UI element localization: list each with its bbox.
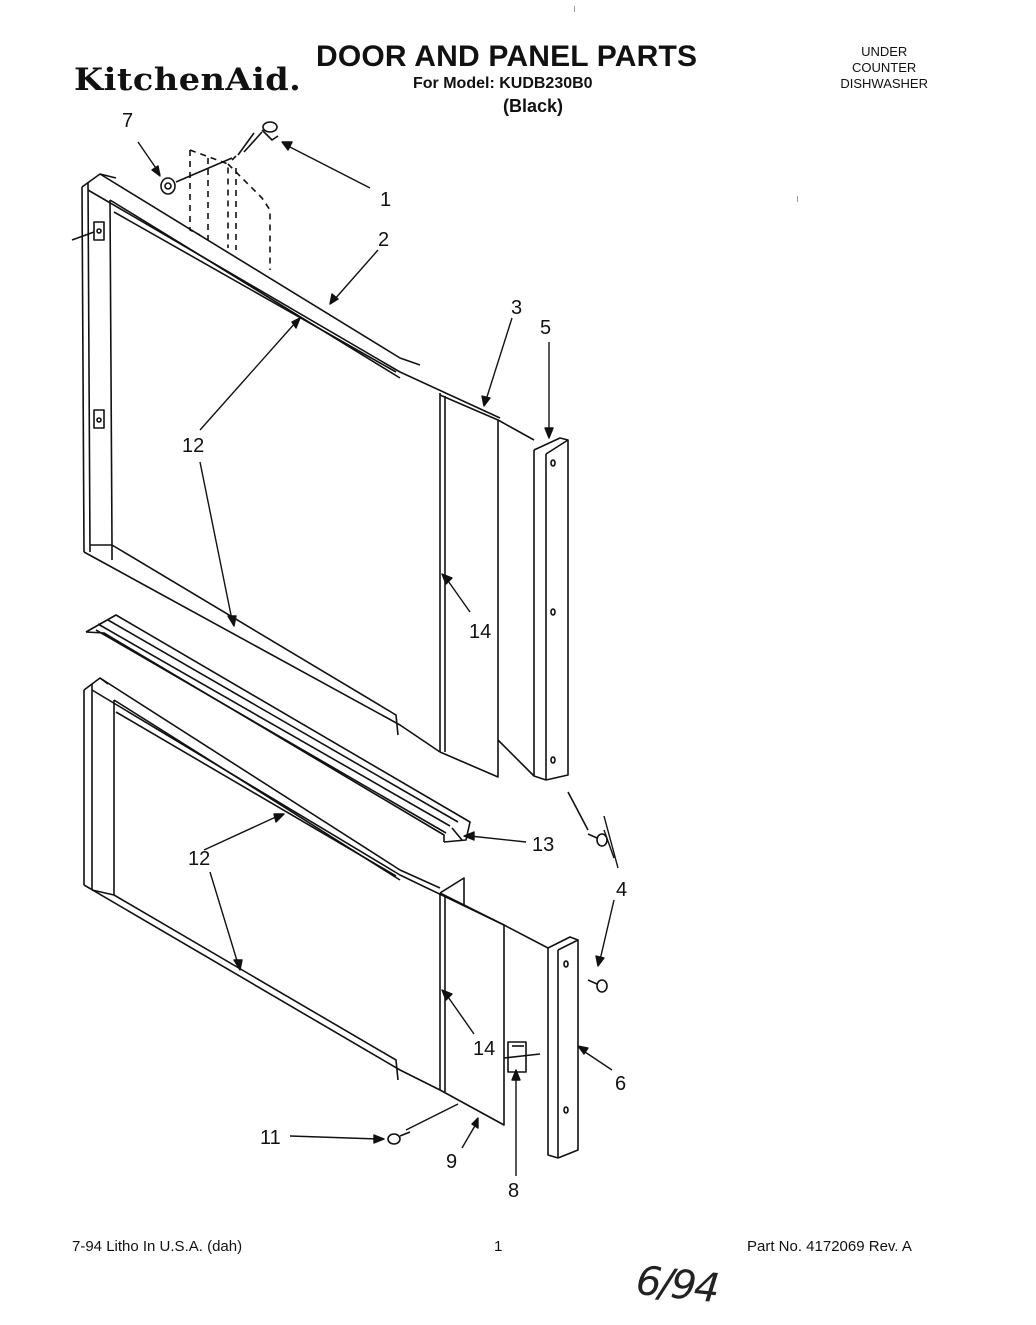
handwritten-date-note: 6/94 (633, 1257, 721, 1313)
callout-13: 13 (532, 834, 554, 856)
page-number: 1 (494, 1238, 503, 1255)
side-trim-6 (503, 924, 579, 1159)
handle-strip-13 (85, 614, 471, 843)
mounting-bracket-dashed (189, 149, 271, 270)
callout-8: 8 (508, 1180, 519, 1202)
appliance-category: UNDER COUNTER DISHWASHER (840, 44, 928, 92)
callout-12-upper: 12 (182, 435, 204, 457)
screw-1 (231, 121, 279, 161)
side-trim-5 (497, 419, 569, 781)
callout-14-upper: 14 (469, 621, 491, 643)
callout-9: 9 (446, 1151, 457, 1173)
category-line-2: COUNTER (852, 60, 917, 75)
lower-door-frame (83, 677, 541, 1126)
callout-5: 5 (540, 317, 551, 339)
callout-4: 4 (616, 879, 627, 901)
callout-6: 6 (615, 1073, 626, 1095)
callout-1: 1 (380, 189, 391, 211)
callout-14-lower: 14 (473, 1038, 495, 1060)
category-line-1: UNDER (861, 44, 908, 59)
callout-11: 11 (260, 1127, 281, 1149)
color-variant: (Black) (503, 96, 564, 116)
leader-lines (137, 141, 619, 1176)
scan-specks (574, 6, 798, 202)
bumper-7 (160, 157, 233, 195)
callout-3: 3 (511, 297, 522, 319)
callout-labels: 7 1 2 3 5 12 14 13 4 12 14 6 11 9 8 (122, 110, 627, 1202)
callout-12-lower: 12 (188, 848, 210, 870)
category-line-3: DISHWASHER (840, 76, 928, 91)
model-number: For Model: KUDB230B0 (413, 75, 593, 92)
print-info: 7-94 Litho In U.S.A. (dah) (72, 1238, 243, 1255)
screw-11 (387, 1131, 411, 1145)
page-title: DOOR AND PANEL PARTS (316, 40, 698, 73)
callout-7: 7 (122, 110, 133, 132)
part-number: Part No. 4172069 Rev. A (747, 1238, 912, 1255)
callout-2: 2 (378, 229, 389, 251)
upper-door-frame (71, 173, 501, 778)
kitchenaid-logo: KitchenAid. (74, 62, 302, 98)
